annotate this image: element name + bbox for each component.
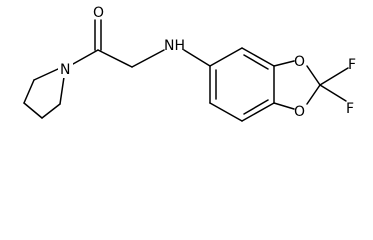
benzene-ring xyxy=(209,47,275,122)
bond xyxy=(241,47,275,67)
atom-label-f-top: F xyxy=(348,57,356,73)
atom-label-n-pyrrolidine: N xyxy=(60,62,70,78)
bond xyxy=(241,102,275,122)
bond xyxy=(273,102,295,110)
bond xyxy=(23,102,43,119)
bond xyxy=(33,68,59,81)
amide-linker xyxy=(72,19,211,68)
pyrrolidine-ring xyxy=(23,68,65,119)
atom-labels: N O NH O O F F xyxy=(58,5,356,120)
atom-label-nh-amine: NH xyxy=(164,38,185,54)
atom-label-o-ring-bottom: O xyxy=(294,104,305,120)
bond xyxy=(306,65,321,86)
bond xyxy=(23,79,35,104)
bond xyxy=(319,67,349,86)
aromatic-double-bond xyxy=(243,54,269,70)
bond xyxy=(183,49,211,67)
bond xyxy=(273,60,295,67)
bond xyxy=(97,49,133,68)
atom-label-o-ring-top: O xyxy=(294,54,305,70)
bond xyxy=(306,84,321,105)
atom-label-f-bottom: F xyxy=(346,101,354,117)
aromatic-double-bond xyxy=(243,99,269,115)
chemical-structure: N O NH O O F F xyxy=(23,5,356,122)
bond xyxy=(72,49,99,65)
bond xyxy=(209,102,243,122)
bond xyxy=(41,103,61,119)
bond xyxy=(319,84,347,102)
bond xyxy=(131,49,165,68)
atom-label-o-carbonyl: O xyxy=(93,5,104,21)
bond xyxy=(59,76,65,105)
bond xyxy=(209,47,243,67)
dioxole-ring xyxy=(273,60,349,110)
